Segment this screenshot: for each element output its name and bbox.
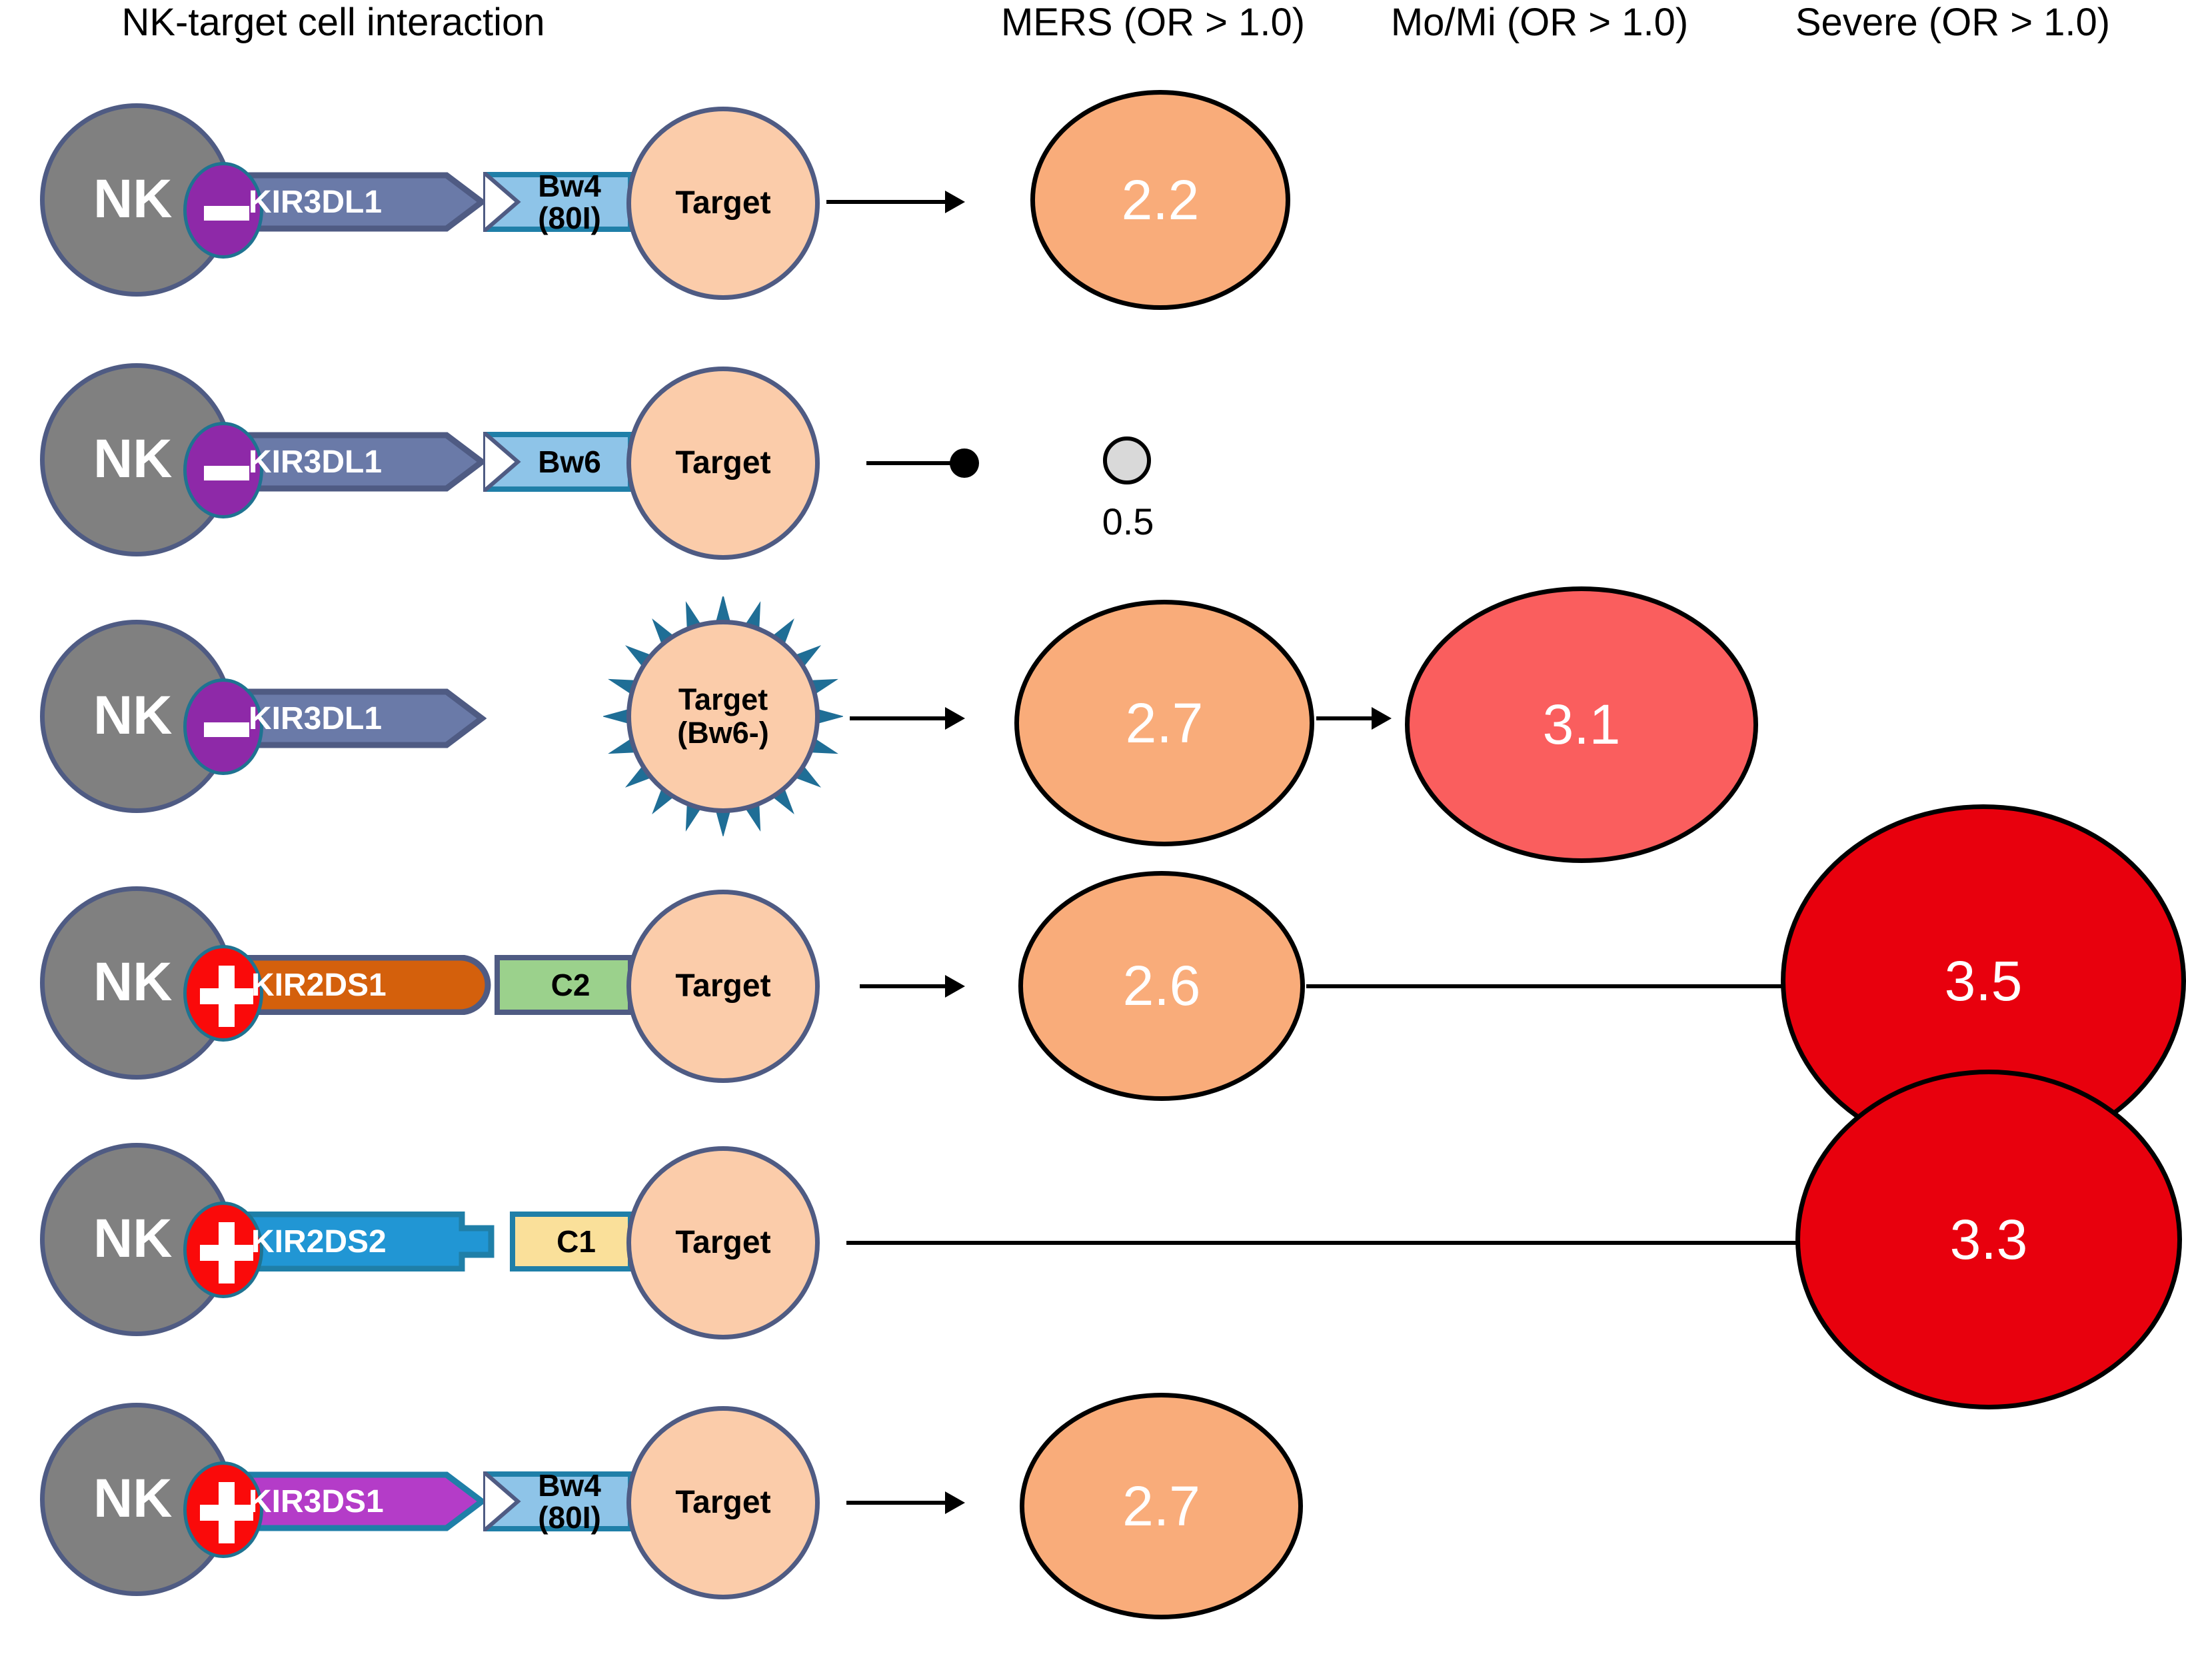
ligand-bw4-80i[interactable]: Bw4 (80I) — [483, 1467, 633, 1535]
or-bubble-momi[interactable]: 3.1 — [1405, 586, 1758, 863]
ligand-bw6[interactable]: Bw6 — [483, 432, 633, 492]
nk-cell-label: NK — [93, 1208, 173, 1269]
nk-cell-label: NK — [93, 952, 173, 1012]
receptor-kir3dl1[interactable]: KIR3DL1 — [230, 172, 487, 232]
target-cell-label: Target — [675, 1485, 771, 1521]
arrow-to-momi-head — [1372, 707, 1392, 730]
header-interaction: NK-target cell interaction — [121, 1, 545, 44]
target-cell-label: Target — [675, 968, 771, 1004]
receptor-label: KIR3DL1 — [249, 184, 383, 220]
ligand-label: Bw6 — [538, 444, 601, 479]
or-bubble-mers[interactable]: 2.6 — [1018, 871, 1305, 1101]
or-value: 3.5 — [1944, 949, 2023, 1012]
ligand-bw4-80i[interactable]: Bw4 (80I) — [483, 168, 633, 235]
header-mers: MERS (OR > 1.0) — [1000, 1, 1306, 44]
receptor-label: KIR2DS2 — [251, 1224, 387, 1260]
arrow-to-momi-line — [1316, 716, 1373, 720]
receptor-kir3dl1[interactable]: KIR3DL1 — [230, 688, 487, 748]
ligand-c1[interactable]: C1 — [510, 1212, 633, 1271]
receptor-kir2ds2[interactable]: KIR2DS2 — [230, 1212, 507, 1271]
target-cell-label: Target (Bw6-) — [677, 682, 769, 750]
header-momi: Mo/Mi (OR > 1.0) — [1390, 1, 1689, 44]
nk-cell-label: NK — [93, 428, 173, 489]
arrow-to-severe-line — [846, 1241, 1813, 1245]
nk-cell-label: NK — [93, 1468, 173, 1529]
receptor-label: KIR3DL1 — [249, 444, 383, 480]
target-cell: Target — [626, 890, 820, 1083]
plus-bar-v — [219, 1482, 235, 1543]
blunt-connector-dot — [950, 448, 979, 478]
arrow-to-mers-head — [945, 191, 965, 213]
arrow-to-severe-line — [1306, 984, 1813, 988]
or-value: 3.1 — [1542, 693, 1621, 756]
or-value: 2.7 — [1122, 1474, 1200, 1537]
ligand-label: C1 — [556, 1224, 596, 1259]
receptor-kir3ds1[interactable]: KIR3DS1 — [230, 1471, 487, 1531]
inhibitory-badge-icon — [183, 162, 263, 259]
target-cell-label: Target — [675, 1225, 771, 1261]
header-severe: Severe (OR > 1.0) — [1795, 1, 2111, 44]
minus-bar — [204, 206, 249, 221]
blunt-connector-line — [866, 461, 956, 465]
arrow-to-mers-line — [850, 716, 946, 720]
target-cell-label: Target — [675, 185, 771, 221]
nk-cell — [40, 1143, 233, 1336]
activating-badge-icon — [183, 945, 263, 1042]
or-bubble-mers[interactable]: 2.7 — [1020, 1393, 1303, 1619]
plus-bar-v — [219, 966, 235, 1027]
receptor-label: KIR2DS1 — [251, 967, 387, 1003]
ligand-label: Bw4 (80I) — [538, 1467, 601, 1535]
or-value: 2.2 — [1121, 168, 1200, 231]
ligand-label: Bw4 (80I) — [538, 168, 601, 235]
or-bubble-mers[interactable] — [1103, 436, 1151, 484]
or-bubble-severe[interactable]: 3.3 — [1795, 1070, 2182, 1409]
arrow-to-mers-line — [860, 984, 946, 988]
target-cell-label: Target — [675, 445, 771, 481]
receptor-label: KIR3DS1 — [249, 1483, 384, 1519]
ligand-c2[interactable]: C2 — [495, 955, 633, 1015]
ligand-label: C2 — [550, 967, 590, 1002]
nk-cell-label: NK — [93, 169, 173, 229]
arrow-to-mers-head — [945, 707, 965, 730]
or-value: 2.7 — [1125, 691, 1204, 754]
or-bubble-mers[interactable]: 2.2 — [1030, 90, 1290, 310]
target-cell: Target — [626, 367, 820, 560]
minus-bar — [204, 722, 249, 737]
arrow-to-mers-line — [846, 1501, 946, 1505]
or-bubble-mers[interactable]: 2.7 — [1014, 600, 1314, 846]
receptor-kir3dl1[interactable]: KIR3DL1 — [230, 432, 487, 492]
or-bubble-mers-value: 0.5 — [1102, 500, 1154, 542]
activating-badge-icon — [183, 1461, 263, 1558]
target-cell: Target — [626, 1146, 820, 1339]
receptor-kir2ds1[interactable]: KIR2DS1 — [230, 955, 497, 1015]
inhibitory-badge-icon — [183, 678, 263, 775]
nk-cell-label: NK — [93, 685, 173, 746]
minus-bar — [204, 466, 249, 480]
receptor-label: KIR3DL1 — [249, 700, 383, 736]
arrow-to-mers-head — [945, 1491, 965, 1514]
inhibitory-badge-icon — [183, 422, 263, 518]
activating-badge-icon — [183, 1202, 263, 1298]
or-value: 3.3 — [1949, 1208, 2028, 1271]
target-cell: Target — [626, 107, 820, 300]
target-cell: Target (Bw6-) — [626, 620, 820, 813]
or-value: 2.6 — [1122, 954, 1201, 1017]
target-cell: Target — [626, 1406, 820, 1599]
plus-bar-v — [219, 1222, 235, 1283]
arrow-to-mers-head — [945, 975, 965, 998]
arrow-to-mers-line — [826, 200, 946, 204]
